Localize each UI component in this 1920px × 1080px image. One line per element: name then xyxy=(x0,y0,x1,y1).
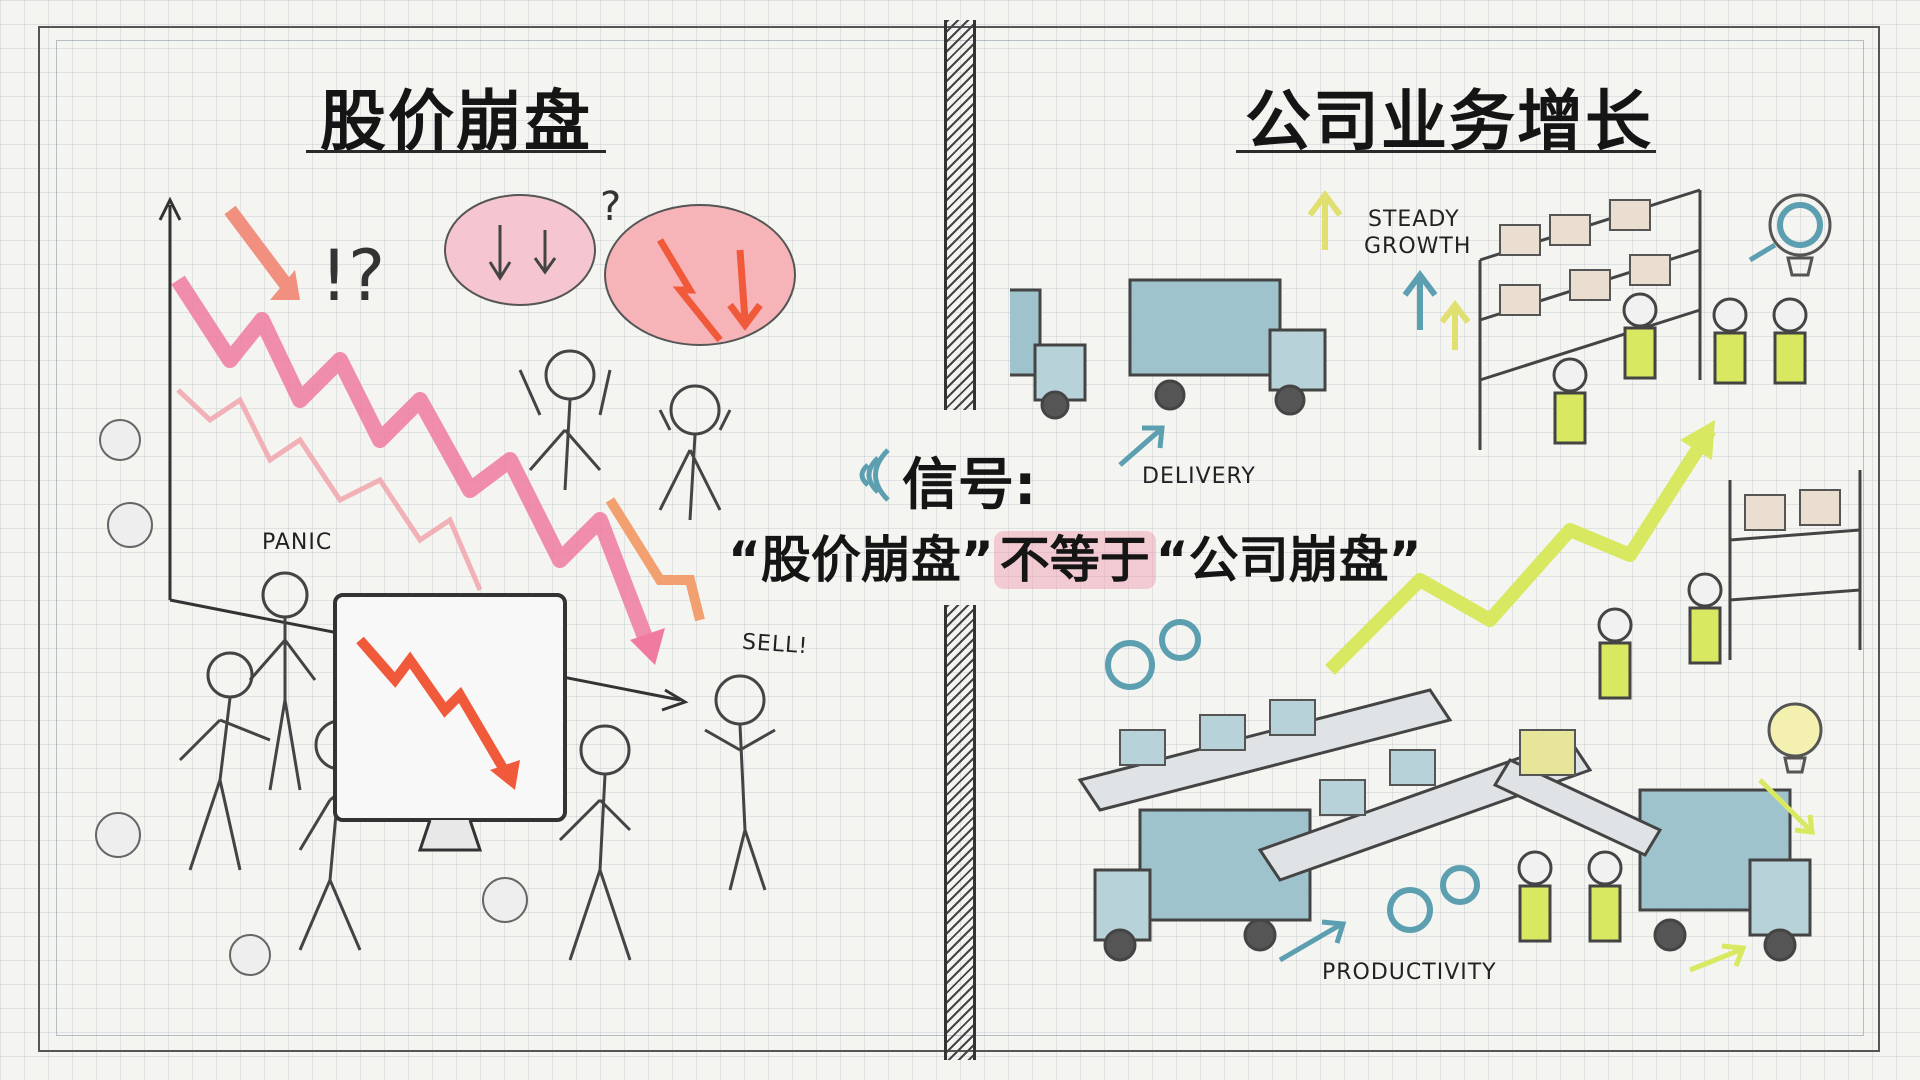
left-title: 股价崩盘 xyxy=(320,83,592,160)
sell-label: SELL! xyxy=(741,629,809,660)
center-divider-bottom xyxy=(944,605,976,1060)
right-title-underline xyxy=(1236,150,1656,153)
signal-icon xyxy=(859,448,890,502)
business-growth-illustration xyxy=(1010,188,1862,973)
svg-text:!?: !? xyxy=(320,235,385,317)
steady-growth-label-line2: GROWTH xyxy=(1364,234,1472,259)
message-part-stock-crash: “股价崩盘” xyxy=(728,531,994,589)
productivity-label: PRODUCTIVITY xyxy=(1322,960,1497,985)
left-title-underline xyxy=(306,150,606,153)
signal-title: 信号: xyxy=(902,453,1037,518)
central-message: “股价崩盘”不等于“公司崩盘” xyxy=(728,520,1421,592)
panic-label: PANIC xyxy=(262,530,333,555)
message-highlight-not-equal: 不等于 xyxy=(993,531,1156,589)
delivery-label: DELIVERY xyxy=(1142,464,1256,489)
center-divider-top xyxy=(944,20,976,410)
steady-growth-label-line1: STEADY xyxy=(1368,207,1460,232)
message-part-company-crash: “公司崩盘” xyxy=(1155,531,1422,589)
right-title: 公司业务增长 xyxy=(1245,83,1653,160)
svg-text:?: ? xyxy=(600,184,621,230)
stock-crash-illustration: !? ? xyxy=(95,184,796,976)
